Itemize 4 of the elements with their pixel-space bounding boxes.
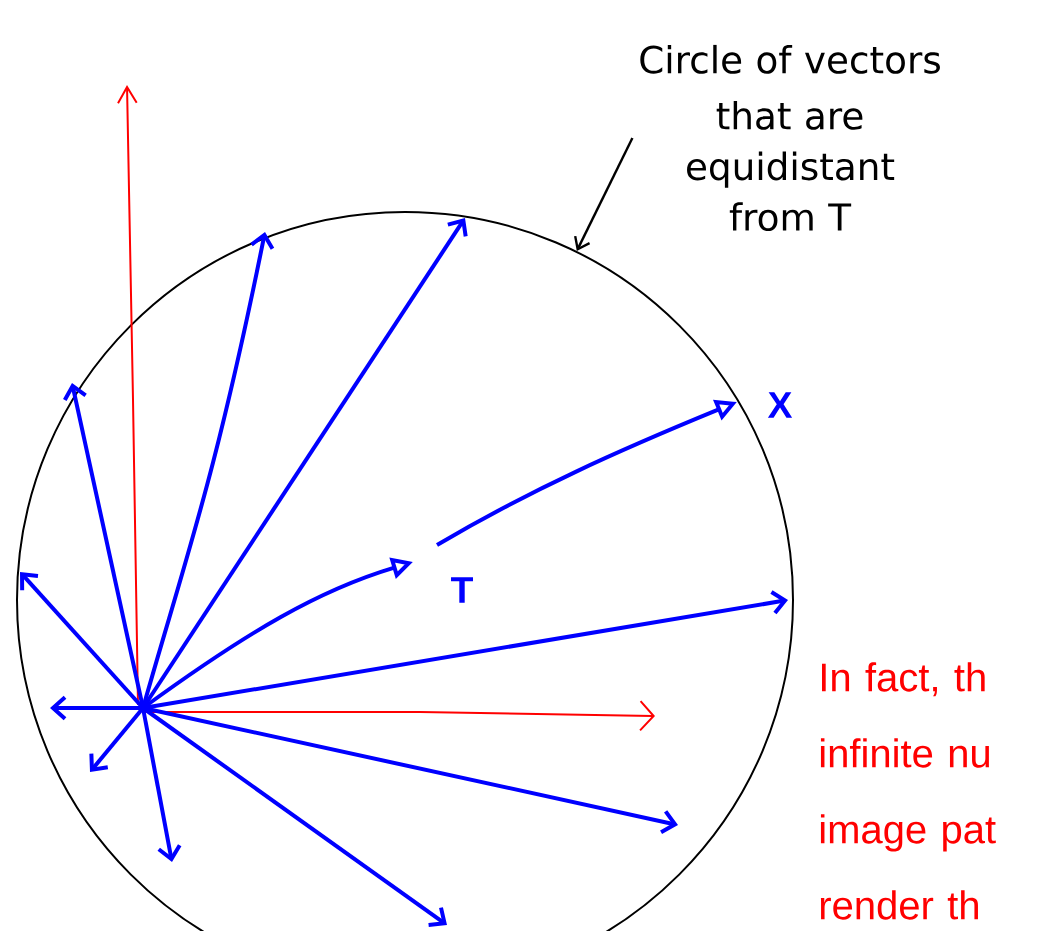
vector-label: T bbox=[451, 577, 473, 603]
vector-label: X bbox=[767, 392, 793, 418]
arrow bbox=[574, 137, 634, 251]
handwritten-note: Circle of vectors that are equidistant from T bbox=[640, 44, 940, 232]
